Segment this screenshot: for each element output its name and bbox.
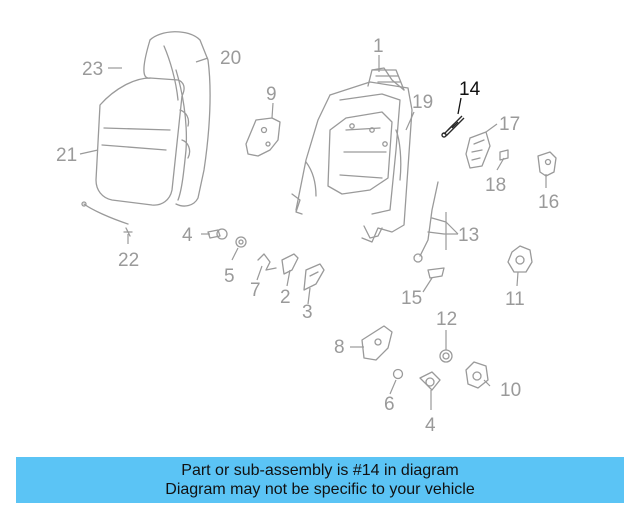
callout-17: 17 <box>499 114 520 135</box>
part-11-gear <box>507 245 533 273</box>
callout-14: 14 <box>459 79 481 100</box>
part-6-nut <box>392 368 404 380</box>
callout-6: 6 <box>384 394 395 415</box>
leader-lines <box>79 55 547 410</box>
part-16-knob <box>537 151 557 177</box>
part-10-gear <box>465 361 489 389</box>
part-5-nut <box>235 236 247 248</box>
callout-21: 21 <box>56 145 77 166</box>
callout-8: 8 <box>334 337 345 358</box>
callout-9: 9 <box>266 84 277 105</box>
callout-4-upper: 4 <box>182 225 193 246</box>
part-4-bolt-upper <box>207 228 228 240</box>
part-2-bracket <box>281 253 299 275</box>
callout-18: 18 <box>485 175 506 196</box>
callout-4-lower: 4 <box>425 415 436 436</box>
callout-23: 23 <box>82 59 103 80</box>
part-15-clip <box>427 267 445 279</box>
part-3-bracket <box>303 263 325 291</box>
callout-3: 3 <box>302 302 313 323</box>
callout-5: 5 <box>224 266 235 287</box>
callout-11: 11 <box>505 289 525 310</box>
part-12-ring <box>439 349 453 363</box>
banner-line-part: Part or sub-assembly is #14 in diagram <box>181 462 459 479</box>
callout-7: 7 <box>250 280 261 301</box>
part-8-plate <box>361 325 393 361</box>
callout-16: 16 <box>538 192 559 213</box>
banner-line-disclaimer: Diagram may not be specific to your vehi… <box>165 481 475 498</box>
callout-numbers: 1 20 23 9 19 14 17 21 18 16 13 4 22 5 7 … <box>56 36 559 436</box>
part-9-bracket <box>245 117 281 157</box>
callout-15: 15 <box>401 288 422 309</box>
callout-12: 12 <box>436 309 457 330</box>
callout-2: 2 <box>280 287 291 308</box>
seat-frame <box>291 67 413 243</box>
info-banner: Part or sub-assembly is #14 in diagram D… <box>16 457 624 503</box>
part-18-cap <box>499 149 509 161</box>
parts-diagram: 1 20 23 9 19 14 17 21 18 16 13 4 22 5 7 … <box>56 31 559 436</box>
callout-13: 13 <box>458 225 479 246</box>
seat-back-cover <box>95 31 211 207</box>
part-17-cover <box>465 131 491 169</box>
seat-back-wire <box>81 201 133 237</box>
part-4-bolt-lower <box>419 371 441 391</box>
part-14-cable <box>441 115 465 138</box>
callout-19: 19 <box>412 92 433 113</box>
part-7-clip <box>257 253 277 271</box>
callout-1: 1 <box>373 36 384 57</box>
part-13-rod <box>413 181 447 263</box>
callout-22: 22 <box>118 250 139 271</box>
callout-10: 10 <box>500 380 521 401</box>
callout-20: 20 <box>220 48 241 69</box>
